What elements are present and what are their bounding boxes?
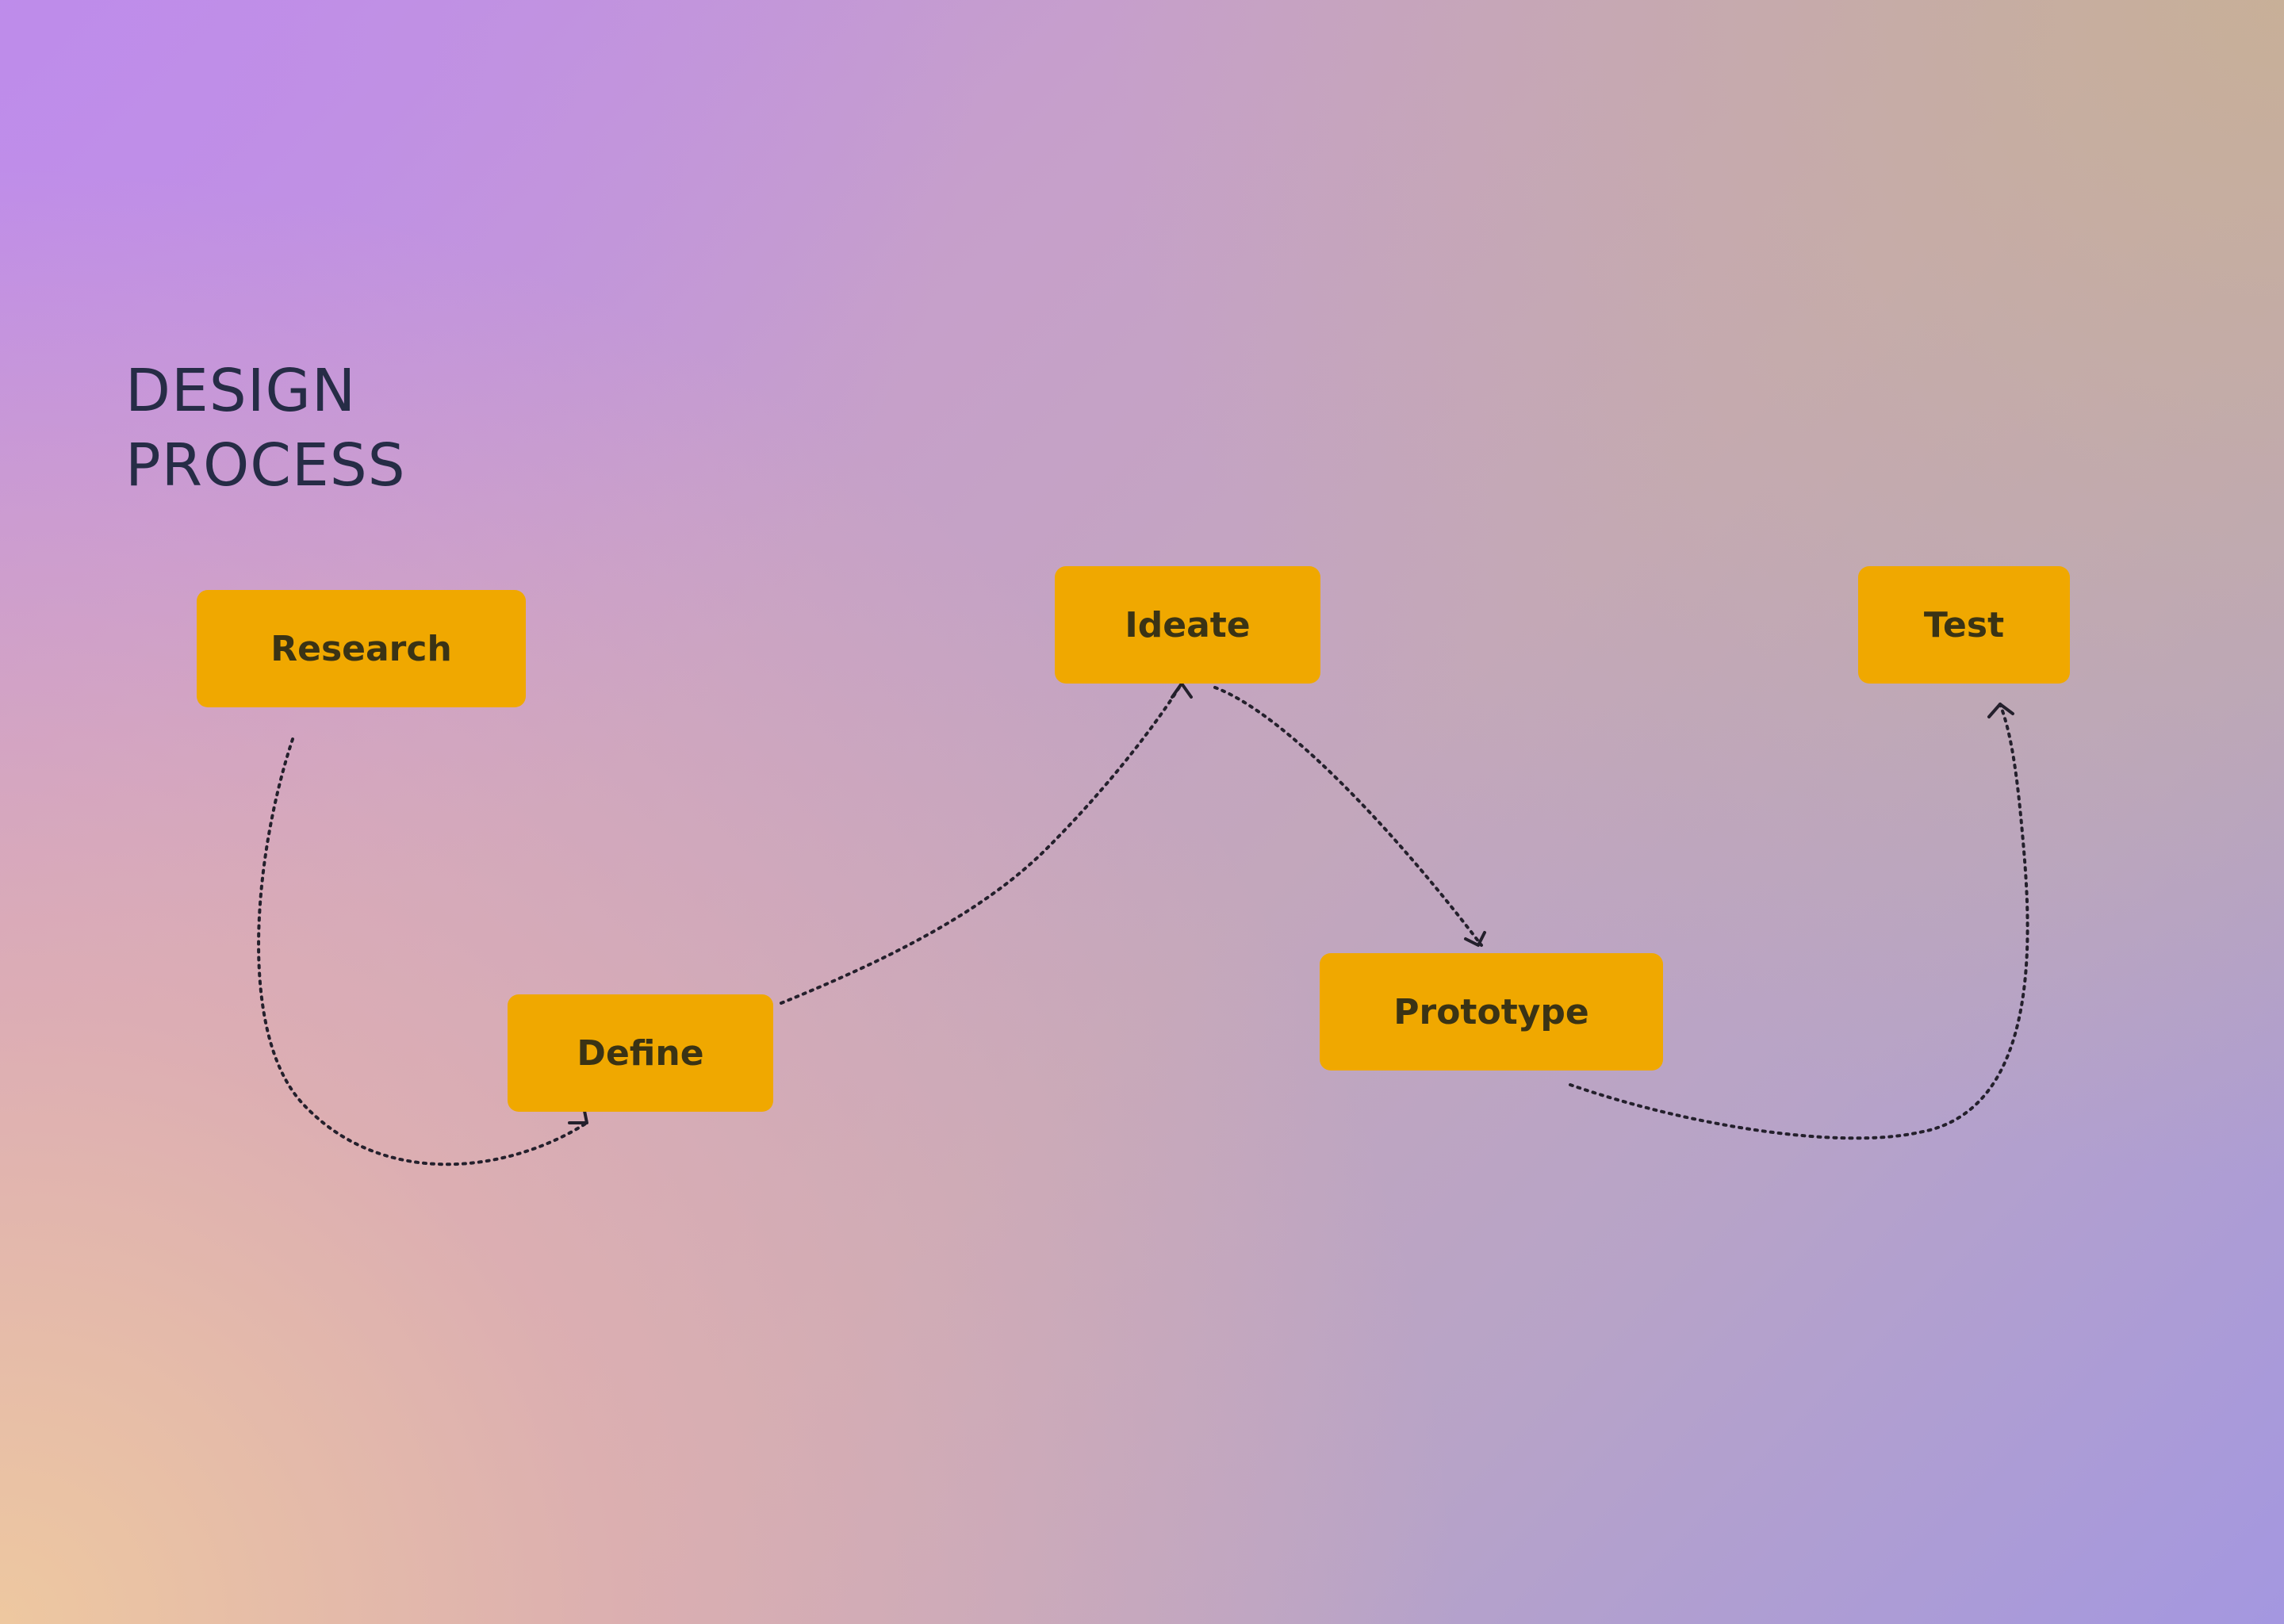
diagram-title-line-2: PROCESS (125, 431, 406, 500)
edge-define-to-ideate (780, 682, 1193, 1005)
edge-prototype-to-test (1569, 703, 2029, 1140)
arrowhead-test (1987, 703, 2014, 718)
node-prototype[interactable]: Prototype (1320, 953, 1663, 1071)
edge-research-to-define (257, 737, 588, 1166)
arrowhead-define (568, 1105, 588, 1124)
arrowhead-prototype (1464, 931, 1486, 947)
node-define[interactable]: Define (508, 994, 773, 1112)
edge-ideate-to-prototype (1213, 686, 1486, 947)
diagram-title-line-1: DESIGN (125, 357, 357, 425)
arrowhead-ideate (1171, 682, 1193, 699)
diagram-title: DESIGN PROCESS (125, 354, 406, 503)
node-test[interactable]: Test (1858, 566, 2070, 684)
node-research[interactable]: Research (197, 590, 526, 707)
node-ideate[interactable]: Ideate (1055, 566, 1320, 684)
